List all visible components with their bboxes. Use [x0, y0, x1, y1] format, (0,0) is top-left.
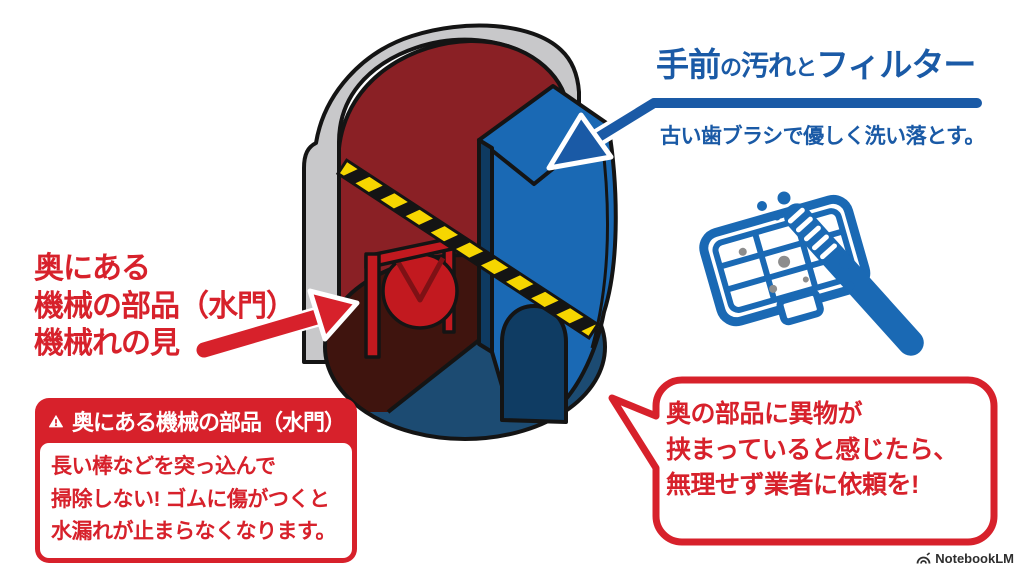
speech-bubble-text: 奥の部品に異物が 挟まっていると感じたら、 無理せず業者に依頼を!: [666, 397, 958, 504]
red-arrow: [196, 288, 360, 358]
title-segment: 手前: [656, 46, 721, 83]
bubble-line: 無理せず業者に依頼を!: [666, 471, 919, 499]
title-segment: 汚れ: [741, 50, 796, 81]
tank-front-section: [477, 84, 618, 424]
speech-bubble: 奥の部品に異物が 挟まっていると感じたら、 無理せず業者に依頼を!: [598, 372, 1020, 552]
water-gate-part: [364, 236, 459, 359]
back-label-line: 機械れの見: [34, 327, 180, 360]
bubble-dots: [757, 191, 855, 291]
back-label-line: 機械の部品（水門）: [34, 289, 296, 323]
blue-arrow: [546, 98, 982, 171]
title-segment: フィルター: [816, 46, 976, 83]
toothbrush-icon: [784, 203, 924, 356]
watermark: NotebookLM: [916, 551, 1014, 566]
warning-box: 奥にある機械の部品（水門） 長い棒などを突っ込んで 掃除しない! ゴムに傷がつく…: [35, 398, 357, 563]
warning-triangle-icon: [49, 414, 63, 427]
title-segment: の: [720, 55, 742, 80]
warning-box-title: 奥にある機械の部品（水門）: [71, 410, 346, 435]
warning-line: 水漏れが止まらなくなります。: [51, 520, 336, 544]
bubble-line: 挟まっていると感じたら、: [666, 435, 958, 464]
notebooklm-logo-icon: [916, 552, 931, 564]
warning-box-header: 奥にある機械の部品（水門）: [35, 398, 357, 443]
section-subtitle-front: 古い歯ブラシで優しく洗い落とす。: [660, 125, 985, 148]
warning-box-body: 長い棒などを突っ込んで 掃除しない! ゴムに傷がつくと 水漏れが止まらなくなりま…: [40, 443, 352, 558]
section-title-front: 手前 の 汚れ と フィルター: [656, 46, 976, 83]
title-segment: と: [795, 55, 817, 80]
watermark-label: NotebookLM: [935, 551, 1014, 566]
bubble-line: 奥の部品に異物が: [666, 400, 863, 428]
warning-line: 長い棒などを突っ込んで: [51, 455, 276, 478]
speech-bubble-shape: [608, 376, 998, 546]
section-title-back: 奥にある 機械の部品（水門） 機械れの見: [34, 250, 296, 363]
caution-tape: [335, 158, 600, 340]
back-label-line: 奥にある: [34, 252, 151, 285]
warning-line: 掃除しない! ゴムに傷がつくと: [51, 487, 330, 511]
